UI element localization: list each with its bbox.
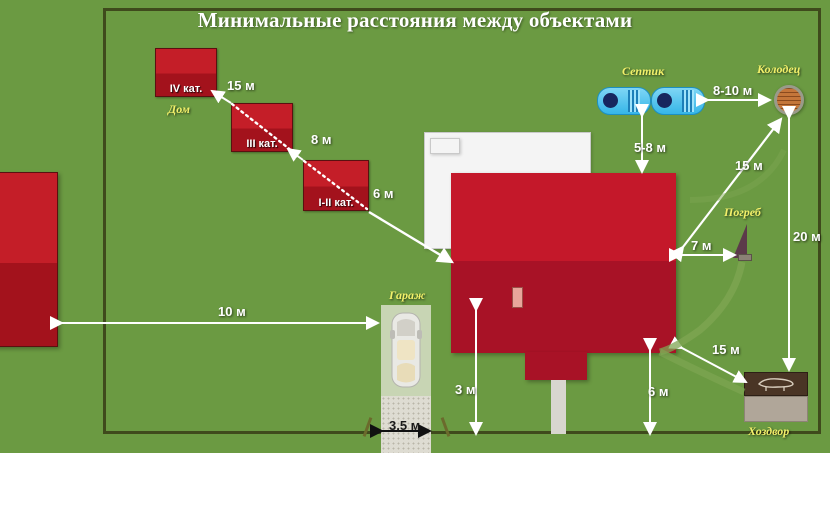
septic-tank-1-ribs <box>628 90 640 112</box>
dim-house-yard: 15 м <box>712 342 740 357</box>
septic-tank-1 <box>597 87 651 115</box>
building-cat12: I-II кат. <box>303 160 369 211</box>
house-chimney <box>512 287 523 308</box>
farmyard-pad <box>744 396 808 422</box>
septic-tank-2 <box>651 87 705 115</box>
house-caption: Дом <box>168 102 190 116</box>
farmyard-caption: Хоздвор <box>748 424 790 438</box>
house-front-walk <box>551 380 566 434</box>
dim-cat4-cat3: 15 м <box>227 78 255 93</box>
cellar-door <box>738 254 752 261</box>
dim-cat3-cat12: 8 м <box>311 132 332 147</box>
septic-tank-2-ribs <box>682 90 694 112</box>
neighbour-house <box>0 172 58 347</box>
house-roof-wing <box>525 352 587 380</box>
building-cat4: IV кат. <box>155 48 217 97</box>
septic-tank-1-hatch <box>603 93 618 108</box>
dim-house-cellar: 7 м <box>691 238 712 253</box>
plot-boundary <box>103 8 821 434</box>
building-cat3: III кат. <box>231 103 293 152</box>
dim-well-yard: 20 м <box>793 229 821 244</box>
garage-caption: Гараж <box>389 288 426 302</box>
dim-cat12-house: 6 м <box>373 186 394 201</box>
car-icon <box>390 312 422 388</box>
dim-septic-well: 8-10 м <box>713 83 753 98</box>
building-cat3-label: III кат. <box>246 138 278 150</box>
house-roof <box>451 173 676 353</box>
page-title: Минимальные расстояния между объектами <box>197 8 633 32</box>
cow-icon <box>758 378 794 391</box>
dim-garage-house: 3 м <box>455 382 476 397</box>
well-caption: Колодец <box>757 62 801 76</box>
septic-caption: Септик <box>622 64 665 78</box>
septic-tank-2-hatch <box>657 93 672 108</box>
well-object <box>774 85 804 115</box>
building-cat12-label: I-II кат. <box>318 197 354 209</box>
house-terrace-notch <box>430 138 460 154</box>
dim-house-well: 15 м <box>735 158 763 173</box>
cellar-object <box>733 224 747 258</box>
dim-neighbour-garage: 10 м <box>218 304 246 319</box>
dim-yard-fence: 6 м <box>648 384 669 399</box>
building-cat4-label: IV кат. <box>169 83 203 95</box>
diagram-canvas: Минимальные расстояния между объектами I… <box>0 0 830 453</box>
dim-garage-width: 3,5 м <box>389 418 421 433</box>
dim-septic-house: 5-8 м <box>634 140 667 155</box>
cellar-caption: Погреб <box>724 205 761 219</box>
